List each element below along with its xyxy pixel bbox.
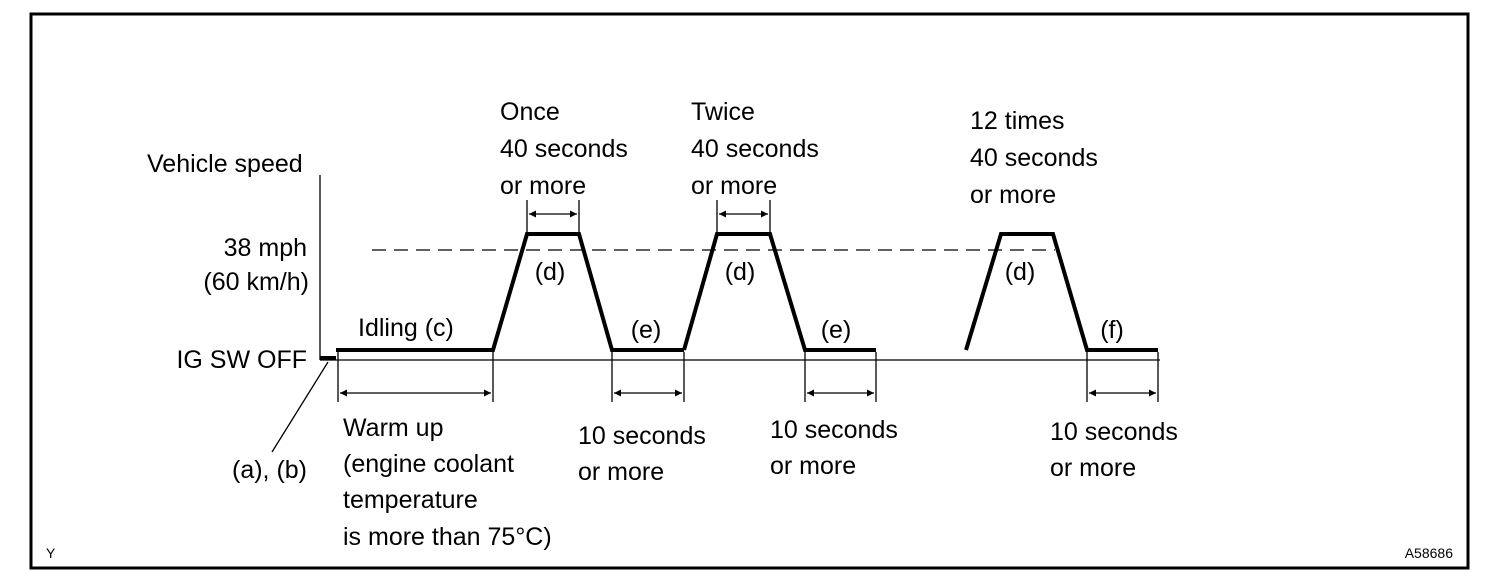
dimension-arrows: [340, 210, 1156, 397]
step-c-label: Idling (c): [358, 314, 454, 342]
step-f-label: (f): [1100, 316, 1124, 344]
rest-note-1-duration: 10 seconds: [578, 422, 706, 450]
step-d-label-1: (d): [535, 258, 566, 286]
drive-cycle-3-rise: [964, 232, 1158, 352]
figure-code-label: A58686: [1405, 545, 1453, 561]
warmup-note-line-2: (engine coolant: [343, 450, 514, 478]
step-e-label-2: (e): [821, 316, 852, 344]
drive-note-1-count: Once: [500, 98, 560, 126]
vehicle-speed-label: Vehicle speed: [147, 150, 303, 178]
drive-cycle-2: [682, 232, 876, 352]
ab-leader-line: [271, 361, 329, 453]
rest-note-3-qualifier: or more: [1050, 454, 1136, 482]
drive-note-2-duration: 40 seconds: [691, 135, 819, 163]
drive-note-3-duration: 40 seconds: [970, 144, 1098, 172]
speed-profile: [320, 232, 1158, 360]
ig-sw-off-label: IG SW OFF: [176, 346, 307, 374]
warmup-note-line-4: is more than 75°C): [343, 523, 552, 551]
drive-note-2-count: Twice: [691, 98, 755, 126]
step-d-label-3: (d): [1005, 258, 1036, 286]
speed-kmh-label: (60 km/h): [203, 268, 309, 296]
drive-note-3-qualifier: or more: [970, 181, 1056, 209]
speed-mph-label: 38 mph: [224, 234, 307, 262]
corner-left-mark: Y: [46, 545, 56, 561]
warmup-note-line-1: Warm up: [343, 414, 443, 442]
rest-note-2-qualifier: or more: [770, 452, 856, 480]
drive-note-3-count: 12 times: [970, 107, 1064, 135]
dimension-ticks: [337, 200, 1159, 402]
warmup-note-line-3: temperature: [343, 486, 478, 514]
rest-note-2-duration: 10 seconds: [770, 416, 898, 444]
step-d-label-2: (d): [725, 258, 756, 286]
drive-note-1-duration: 40 seconds: [500, 135, 628, 163]
drive-note-2-qualifier: or more: [691, 172, 777, 200]
drive-note-1-qualifier: or more: [500, 172, 586, 200]
drive-cycle-1: [336, 232, 684, 352]
step-ab-label: (a), (b): [232, 456, 307, 484]
rest-note-1-qualifier: or more: [578, 458, 664, 486]
step-e-label-1: (e): [631, 316, 662, 344]
rest-note-3-duration: 10 seconds: [1050, 418, 1178, 446]
diagram-frame: [29, 12, 1470, 570]
